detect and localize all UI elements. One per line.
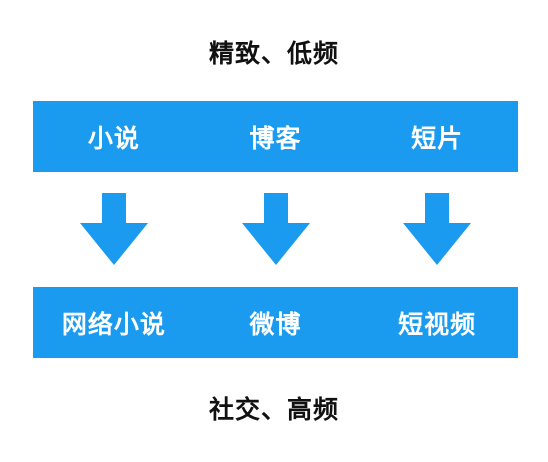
arrow-slot-3 [356,193,518,265]
arrow-slot-1 [33,193,195,265]
bottom-band-item-weibo: 微博 [249,309,302,339]
top-band-item-novel: 小说 [87,123,140,153]
bottom-band: 网络小说 微博 短视频 [33,287,518,358]
top-band-item-short-film: 短片 [411,123,464,153]
bottom-band-item-web-novel: 网络小说 [61,309,166,339]
top-band-item-blog: 博客 [249,123,302,153]
bottom-band-item-short-video: 短视频 [398,309,477,339]
arrow-slot-2 [195,193,357,265]
top-band: 小说 博客 短片 [33,101,518,172]
bottom-caption: 社交、高频 [208,395,339,424]
arrow-down-icon [403,193,472,265]
arrow-down-icon [79,193,148,265]
arrow-row [33,193,518,265]
arrow-down-icon [241,193,310,265]
top-caption: 精致、低频 [208,39,339,68]
